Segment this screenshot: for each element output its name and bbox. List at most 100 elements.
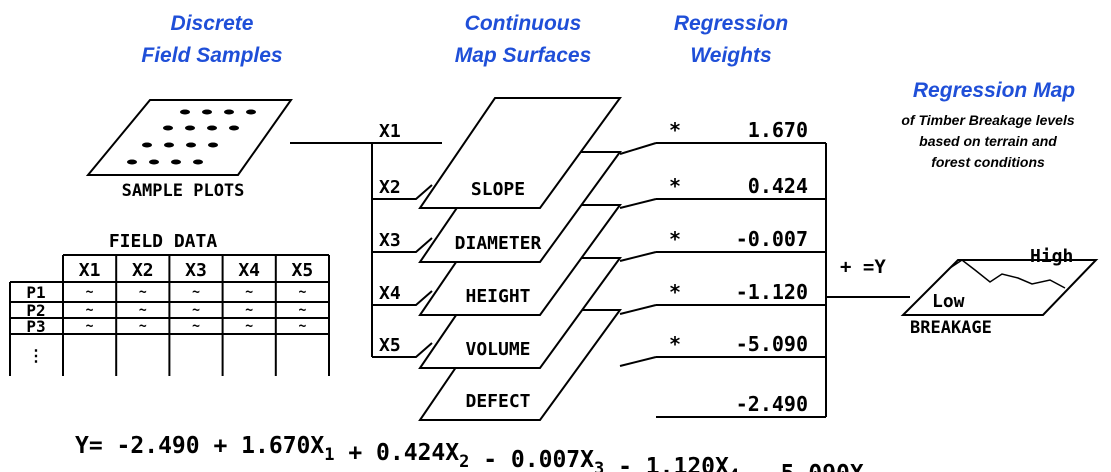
surface-to-weight-link bbox=[619, 142, 657, 155]
surface-to-weight-link bbox=[619, 198, 657, 209]
sample-dots bbox=[127, 109, 256, 165]
sample-dot bbox=[208, 142, 218, 148]
weight-value: -5.090 bbox=[736, 332, 808, 356]
map-surface-label: SLOPE bbox=[471, 179, 525, 200]
header-field-samples: Discrete Field Samples bbox=[141, 12, 282, 67]
table-column-header: X4 bbox=[238, 260, 260, 281]
weight-value: -0.007 bbox=[736, 227, 808, 251]
map-note-line1: of Timber Breakage levels bbox=[901, 112, 1074, 128]
header-field-samples-line2: Field Samples bbox=[141, 44, 282, 67]
map-surface-label: HEIGHT bbox=[465, 286, 530, 307]
sample-dot bbox=[180, 109, 190, 115]
table-cell: ~ bbox=[86, 319, 94, 334]
table-cell: ~ bbox=[86, 303, 94, 318]
sample-dot bbox=[185, 125, 195, 131]
table-cell: ~ bbox=[245, 319, 253, 334]
table-cell: ~ bbox=[298, 285, 306, 300]
sample-dot bbox=[163, 125, 173, 131]
weight-operator: * bbox=[669, 118, 681, 142]
sample-plots-parallelogram bbox=[85, 99, 293, 176]
table-cell: ~ bbox=[86, 285, 94, 300]
table-column-header: X2 bbox=[132, 260, 154, 281]
variable-label: X1 bbox=[379, 121, 401, 142]
weight-value: -1.120 bbox=[736, 280, 808, 304]
sample-dot bbox=[171, 159, 181, 165]
table-cell: ~ bbox=[245, 285, 253, 300]
breakage-contour-line bbox=[949, 259, 1066, 289]
map-surface-label: VOLUME bbox=[465, 339, 530, 360]
weight-operator: * bbox=[669, 174, 681, 198]
sample-dot bbox=[202, 109, 212, 115]
table-column-header: X3 bbox=[185, 260, 207, 281]
variable-label: X5 bbox=[379, 335, 401, 356]
table-row-header: ⋮ bbox=[28, 346, 44, 365]
regression-map-note: of Timber Breakage levels based on terra… bbox=[901, 112, 1074, 170]
weight-operator: * bbox=[669, 227, 681, 251]
sample-dot bbox=[149, 159, 159, 165]
sample-dot bbox=[246, 109, 256, 115]
weight-value: 1.670 bbox=[748, 118, 808, 142]
map-caption-breakage: BREAKAGE bbox=[910, 318, 992, 338]
map-label-high: High bbox=[1030, 246, 1073, 267]
variable-label: X2 bbox=[379, 177, 401, 198]
variable-label: X4 bbox=[379, 283, 401, 304]
variable-connector bbox=[372, 237, 433, 253]
breakage-parallelogram bbox=[900, 259, 1099, 316]
map-surface-label: DIAMETER bbox=[455, 233, 542, 254]
weight-value: -2.490 bbox=[736, 392, 808, 416]
variable-connector bbox=[372, 184, 433, 200]
sample-dot bbox=[229, 125, 239, 131]
table-cell: ~ bbox=[245, 303, 253, 318]
table-cell: ~ bbox=[139, 319, 147, 334]
header-weights: Regression Weights bbox=[674, 12, 788, 67]
weight-value: 0.424 bbox=[748, 174, 808, 198]
table-column-header: X1 bbox=[79, 260, 101, 281]
sample-dot bbox=[193, 159, 203, 165]
table-row-header: P2 bbox=[26, 301, 45, 320]
sample-plots-sheet bbox=[85, 99, 293, 176]
variable-bracket bbox=[290, 142, 442, 357]
header-weights-line1: Regression bbox=[674, 12, 788, 35]
header-map-surfaces-line2: Map Surfaces bbox=[455, 44, 592, 67]
weights-table: *1.670*0.424*-0.007*-1.120*-5.090-2.490 bbox=[619, 118, 827, 418]
header-regression-map: Regression Map bbox=[913, 79, 1075, 102]
field-data-title: FIELD DATA bbox=[109, 231, 218, 252]
table-cell: ~ bbox=[298, 303, 306, 318]
sample-dot bbox=[186, 142, 196, 148]
regression-equation: Y= -2.490 + 1.670X1 + 0.424X2 - 0.007X3 … bbox=[75, 433, 874, 472]
table-cell: ~ bbox=[192, 285, 200, 300]
table-cell: ~ bbox=[192, 303, 200, 318]
table-column-header: X5 bbox=[292, 260, 314, 281]
table-row-header: P3 bbox=[26, 317, 45, 336]
table-cell: ~ bbox=[298, 319, 306, 334]
map-note-line3: forest conditions bbox=[931, 154, 1045, 170]
header-map-surfaces-line1: Continuous bbox=[465, 12, 582, 35]
map-label-low: Low bbox=[932, 291, 965, 312]
table-cell: ~ bbox=[139, 303, 147, 318]
variable-connector bbox=[372, 290, 433, 306]
surface-to-weight-link bbox=[619, 251, 657, 262]
sample-dot bbox=[164, 142, 174, 148]
weight-operator: * bbox=[669, 280, 681, 304]
header-weights-line2: Weights bbox=[690, 44, 771, 67]
map-surface-sheet bbox=[418, 97, 622, 209]
surface-to-weight-link bbox=[619, 356, 657, 367]
map-note-line2: based on terrain and bbox=[919, 133, 1057, 149]
header-map-surfaces: Continuous Map Surfaces bbox=[455, 12, 592, 67]
breakage-map: High Low BREAKAGE bbox=[900, 246, 1099, 338]
sample-dot bbox=[142, 142, 152, 148]
sample-plots-label: SAMPLE PLOTS bbox=[122, 181, 245, 201]
variable-label: X3 bbox=[379, 230, 401, 251]
sum-label: + =Y bbox=[840, 256, 886, 278]
header-field-samples-line1: Discrete bbox=[171, 12, 254, 35]
variable-connector bbox=[372, 342, 433, 358]
surface-to-weight-link bbox=[619, 304, 657, 315]
map-surface-label: DEFECT bbox=[465, 391, 530, 412]
sum-connector: + =Y bbox=[826, 256, 910, 298]
sample-dot bbox=[127, 159, 137, 165]
sample-dot bbox=[224, 109, 234, 115]
table-cell: ~ bbox=[139, 285, 147, 300]
